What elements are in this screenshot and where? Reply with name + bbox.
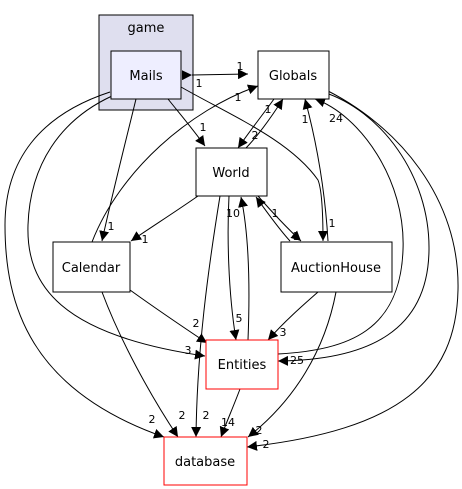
edge-entities-world[interactable]: 10 — [226, 196, 250, 341]
edge-label-mails-world: 1 — [200, 121, 207, 134]
edge-label-world-calendar: 1 — [142, 233, 149, 246]
edge-globals-entities[interactable]: 25 — [277, 91, 430, 367]
edge-world-entities[interactable]: 5 — [227, 195, 243, 341]
edge-world-database-line — [191, 195, 221, 438]
edge-label-auctionhouse-world: 1 — [272, 207, 279, 220]
node-auctionhouse-label: AuctionHouse — [291, 261, 381, 276]
edge-label-auctionhouse-database: 2 — [256, 424, 263, 437]
edge-label-mails-database: 2 — [149, 413, 156, 426]
edge-calendar-database-line — [101, 291, 179, 438]
edge-calendar-database[interactable]: 2 — [101, 291, 186, 438]
edge-label-auctionhouse-globals: 1 — [302, 113, 309, 126]
edge-entities-world-line — [238, 196, 250, 341]
edge-world-globals[interactable]: 1 — [244, 98, 284, 150]
edge-label-globals-mails: 1 — [196, 77, 203, 90]
edge-globals-database[interactable]: 2 — [246, 86, 459, 451]
edge-mails-globals-line — [181, 69, 249, 81]
edges: 1 1 1 1 1 3 2 1 — [4, 60, 459, 451]
edge-auctionhouse-globals-line — [302, 98, 329, 242]
edge-label-mails-entities: 3 — [185, 344, 192, 357]
edge-world-calendar[interactable]: 1 — [130, 195, 199, 246]
node-world-label: World — [212, 166, 249, 181]
edge-mails-world-line — [167, 98, 206, 147]
edge-mails-entities-line — [27, 95, 206, 360]
edge-auctionhouse-entities-line — [267, 291, 319, 341]
edge-mails-world[interactable]: 1 — [167, 98, 207, 147]
node-entities-label: Entities — [218, 358, 267, 373]
edge-globals-database-line — [246, 86, 459, 451]
node-entities[interactable]: Entities — [205, 339, 279, 390]
node-database-label: database — [175, 455, 235, 470]
edge-label-world-database: 2 — [203, 409, 210, 422]
node-auctionhouse-box — [280, 241, 393, 293]
edge-label-world-auctionhouse: 1 — [293, 230, 300, 243]
edge-calendar-globals-line — [91, 84, 259, 243]
edge-auctionhouse-world[interactable]: 1 — [255, 196, 291, 242]
edge-globals-entities-line — [277, 91, 430, 366]
node-calendar[interactable]: Calendar — [52, 241, 131, 293]
node-database[interactable]: database — [163, 436, 248, 486]
edge-entities-globals-line — [277, 97, 404, 355]
edge-label-entities-globals: 24 — [329, 112, 343, 125]
node-mails-box — [110, 50, 182, 100]
edge-mails-database[interactable]: 2 — [4, 91, 165, 439]
edge-entities-database[interactable]: 14 — [219, 388, 241, 438]
edge-mails-database-line — [4, 91, 165, 439]
edge-world-entities-line — [227, 195, 240, 341]
cluster-game-label: game — [128, 21, 165, 36]
edge-auctionhouse-world-line — [255, 196, 291, 242]
edge-world-auctionhouse[interactable]: 1 — [257, 195, 302, 243]
edge-world-globals-line — [244, 98, 284, 150]
edge-mails-entities[interactable]: 3 — [27, 95, 206, 360]
edge-mails-auctionhouse-line — [180, 86, 328, 242]
node-auctionhouse[interactable]: AuctionHouse — [280, 241, 393, 293]
edge-calendar-globals[interactable]: 1 — [91, 84, 259, 243]
edge-globals-world-line — [237, 98, 275, 149]
edge-label-entities-world: 10 — [226, 207, 240, 220]
edge-label-mails-globals: 1 — [237, 60, 244, 73]
edge-globals-world[interactable]: 2 — [237, 98, 275, 149]
edge-label-auctionhouse-entities: 3 — [280, 326, 287, 339]
edge-label-calendar-database: 2 — [179, 409, 186, 422]
edge-calendar-entities-line — [129, 289, 208, 344]
edge-label-mails-calendar: 1 — [108, 220, 115, 233]
edge-mails-auctionhouse[interactable]: 1 — [180, 86, 336, 242]
edge-label-calendar-globals: 1 — [235, 91, 242, 104]
edge-auctionhouse-database-line — [247, 291, 337, 438]
edge-auctionhouse-database[interactable]: 2 — [247, 291, 337, 438]
edge-label-globals-world: 2 — [252, 129, 259, 142]
edge-mails-globals[interactable]: 1 1 — [181, 60, 249, 90]
node-globals-box — [257, 50, 330, 100]
edge-mails-calendar-line — [99, 98, 137, 242]
edge-label-world-globals: 1 — [265, 103, 272, 116]
edge-label-world-entities: 5 — [236, 312, 243, 325]
edge-label-globals-database: 2 — [263, 438, 270, 451]
edge-label-mails-auctionhouse: 1 — [329, 217, 336, 230]
edge-entities-globals[interactable]: 24 — [277, 97, 404, 355]
edge-world-database[interactable]: 2 — [191, 195, 221, 438]
edge-label-globals-entities: 25 — [290, 354, 304, 367]
node-globals[interactable]: Globals — [257, 50, 330, 100]
node-database-box — [163, 436, 248, 486]
edge-entities-database-line — [219, 388, 241, 438]
edge-auctionhouse-globals[interactable]: 1 — [302, 98, 329, 242]
node-calendar-label: Calendar — [62, 261, 121, 276]
node-globals-label: Globals — [269, 69, 317, 84]
edge-label-calendar-entities: 2 — [193, 317, 200, 330]
node-world-box — [195, 147, 268, 197]
edge-auctionhouse-entities[interactable]: 3 — [267, 291, 319, 341]
edge-label-entities-database: 14 — [221, 416, 235, 429]
edge-world-calendar-line — [130, 195, 199, 242]
edge-calendar-entities[interactable]: 2 — [129, 289, 208, 344]
edge-mails-calendar[interactable]: 1 — [99, 98, 137, 242]
node-entities-box — [205, 339, 279, 390]
node-calendar-box — [52, 241, 131, 293]
node-mails-label: Mails — [129, 69, 162, 84]
nodes: Mails Globals World Calendar AuctionHous… — [52, 50, 393, 486]
node-world[interactable]: World — [195, 147, 268, 197]
node-mails[interactable]: Mails — [110, 50, 182, 100]
